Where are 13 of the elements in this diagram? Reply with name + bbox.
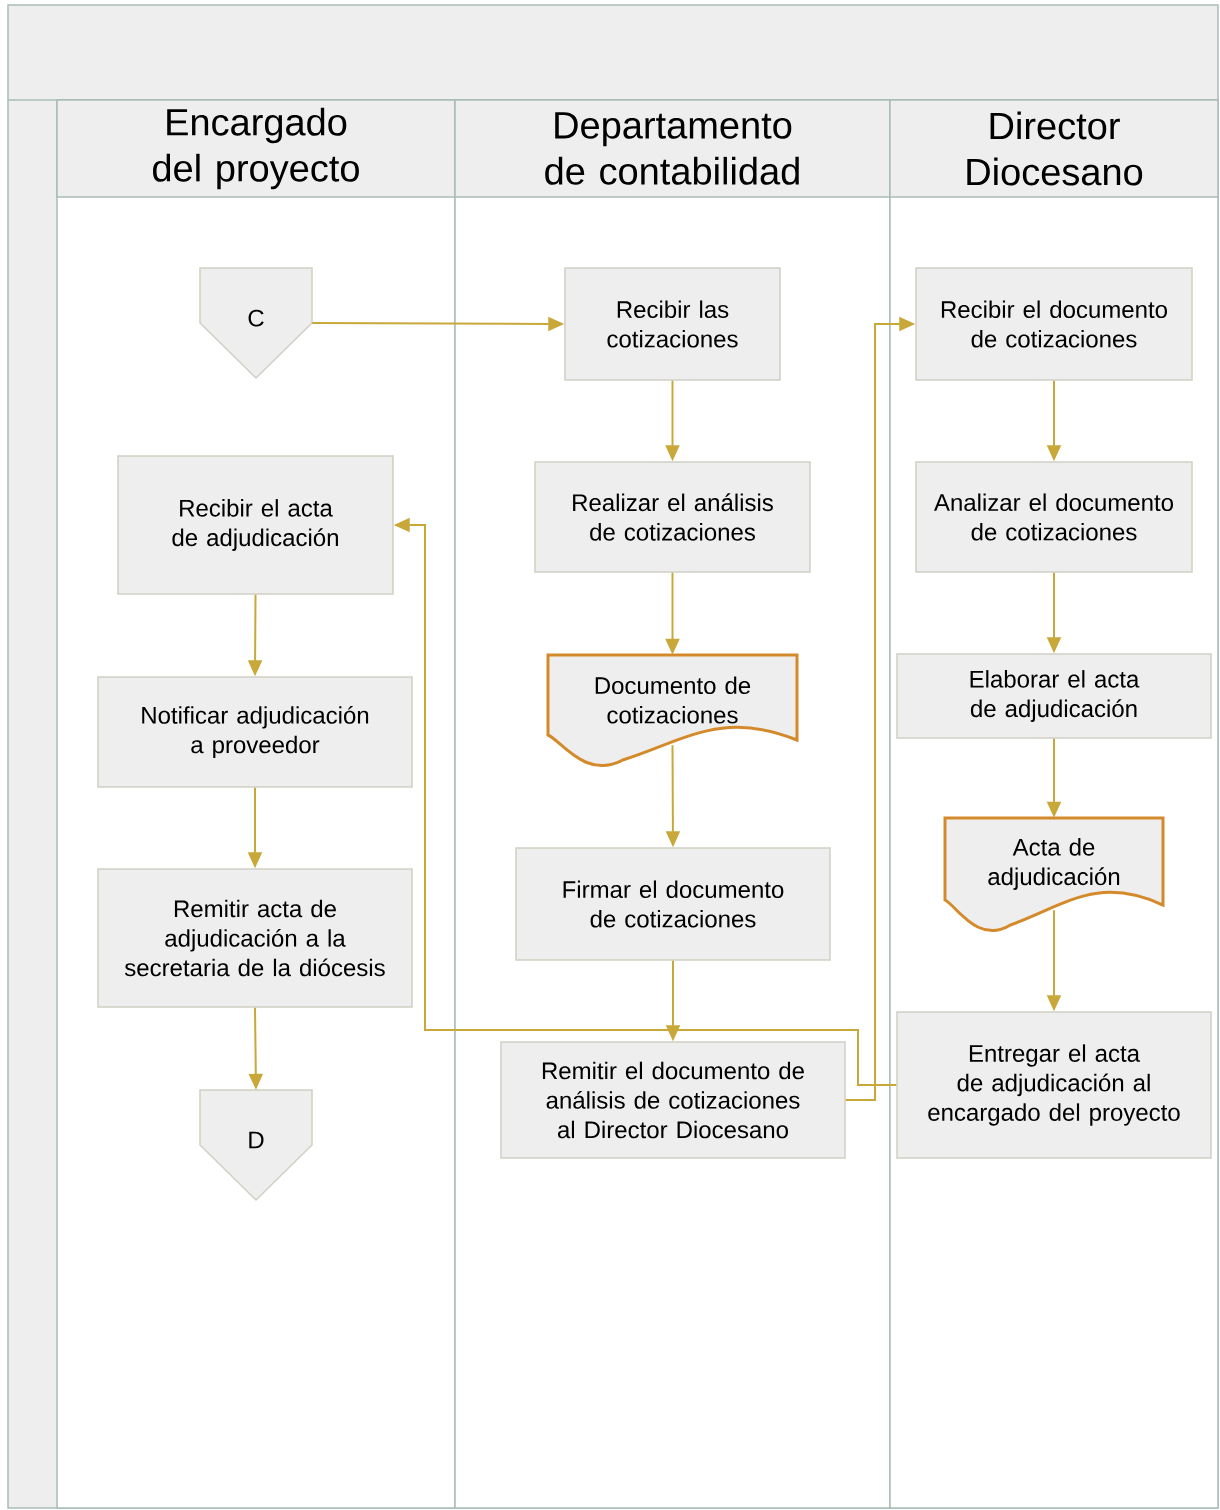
process-box: Recibir el acta de adjudicación [117,455,394,595]
process-box: Analizar el documento de cotizaciones [915,461,1193,573]
process-box: Elaborar el acta de adjudicación [896,653,1212,739]
process-box: Remitir acta de adjudicación a la secretaria de la diócesis [97,868,413,1008]
process-box: Remitir el documento de análisis de cotizaciones al Director Diocesano [500,1041,846,1159]
process-box: Firmar el documento de cotizaciones [515,847,831,961]
process-box: Recibir el documento de cotizaciones [915,267,1193,381]
process-box: Recibir las cotizaciones [564,267,781,381]
off-page-connector: C [199,267,313,380]
process-box: Notificar adjudicación a proveedor [97,676,413,788]
process-box: Realizar el análisis de cotizaciones [534,461,811,573]
off-page-connector: D [199,1089,313,1202]
process-box: Entregar el acta de adjudicación al encargado del proyecto [896,1011,1212,1159]
